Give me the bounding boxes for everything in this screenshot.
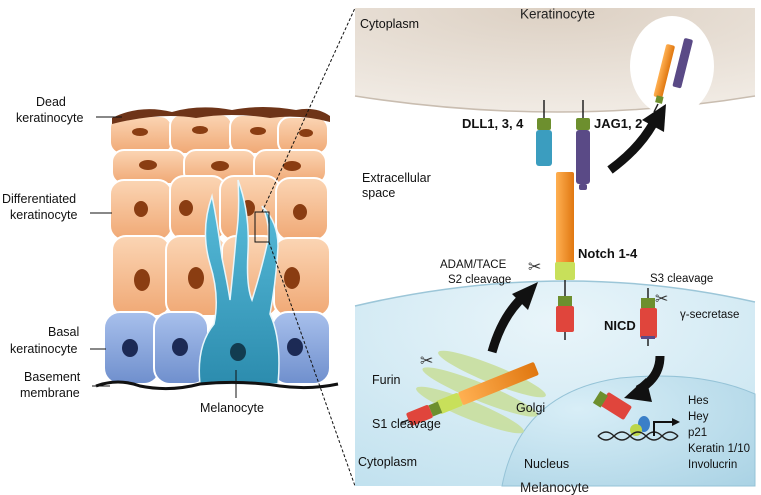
- label-golgi: Golgi: [516, 401, 545, 415]
- label-extracellular-line1: Extracellular: [362, 171, 431, 185]
- label-furin: Furin: [372, 373, 401, 387]
- scissors-adam-icon: ✂: [528, 257, 541, 276]
- label-dead-line2: keratinocyte: [16, 111, 83, 125]
- label-notch: Notch 1-4: [578, 246, 638, 261]
- label-dead-line1: Dead: [36, 95, 66, 109]
- target-gene: p21: [688, 427, 707, 439]
- basement-membrane: [95, 380, 339, 391]
- label-extracellular-line2: space: [362, 186, 395, 200]
- melanocyte-cell: [198, 179, 280, 385]
- label-adam-line1: ADAM/TACE: [440, 259, 507, 271]
- label-diff-line2: keratinocyte: [10, 208, 77, 222]
- target-gene: Hey: [688, 411, 709, 423]
- basal-nuclei: [122, 338, 303, 357]
- detail-section: Keratinocyte Melanocyte Cytoplasm Cytopl…: [354, 7, 756, 495]
- label-cytoplasm-bottom: Cytoplasm: [358, 455, 417, 469]
- nucleus: [501, 375, 756, 487]
- label-cytoplasm-top: Cytoplasm: [360, 17, 419, 31]
- label-ligand-jag: JAG1, 2: [594, 116, 642, 131]
- ligand-dll: [536, 100, 552, 166]
- title-melanocyte: Melanocyte: [520, 480, 589, 495]
- skin-leader-lines: [90, 116, 237, 398]
- target-gene: Involucrin: [688, 459, 737, 471]
- ligand-inset: [630, 16, 714, 116]
- transcription-arrow: [653, 418, 680, 436]
- nicd-membrane: [640, 288, 657, 346]
- skin-section: Dead keratinocyte Differentiated keratin…: [2, 95, 339, 415]
- title-keratinocyte: Keratinocyte: [520, 7, 595, 22]
- notch-golgi: [400, 362, 539, 426]
- label-s3: S3 cleavage: [650, 273, 713, 285]
- melanocyte-nucleus: [230, 343, 246, 361]
- label-membrane-line2: membrane: [20, 386, 80, 400]
- label-s1: S1 cleavage: [372, 417, 441, 431]
- label-nucleus: Nucleus: [524, 457, 569, 471]
- scissors-gamma-icon: ✂: [655, 289, 668, 308]
- arrow-to-inset: [607, 119, 658, 174]
- label-basal-line2: keratinocyte: [10, 342, 77, 356]
- target-genes: Hes Hey p21 Keratin 1/10 Involucrin: [688, 395, 750, 471]
- label-diff-line1: Differentiated: [2, 192, 76, 206]
- label-basal-line1: Basal: [48, 325, 79, 339]
- label-ligand-dll: DLL1, 3, 4: [462, 116, 524, 131]
- dna-helix: [597, 431, 679, 441]
- label-adam-line2: S2 cleavage: [448, 274, 511, 286]
- zoom-projection-lines: [261, 7, 356, 487]
- target-gene: Hes: [688, 395, 709, 407]
- label-nicd: NICD: [604, 318, 636, 333]
- target-gene: Keratin 1/10: [688, 443, 750, 455]
- ligand-jag: [576, 100, 590, 190]
- label-melanocyte: Melanocyte: [200, 401, 264, 415]
- dead-keratinocyte-layer: [112, 107, 330, 124]
- label-membrane-line1: Basement: [24, 370, 81, 384]
- label-gamma: γ-secretase: [680, 309, 739, 321]
- notch-receptor: [555, 172, 575, 340]
- scissors-furin-icon: ✂: [420, 351, 433, 370]
